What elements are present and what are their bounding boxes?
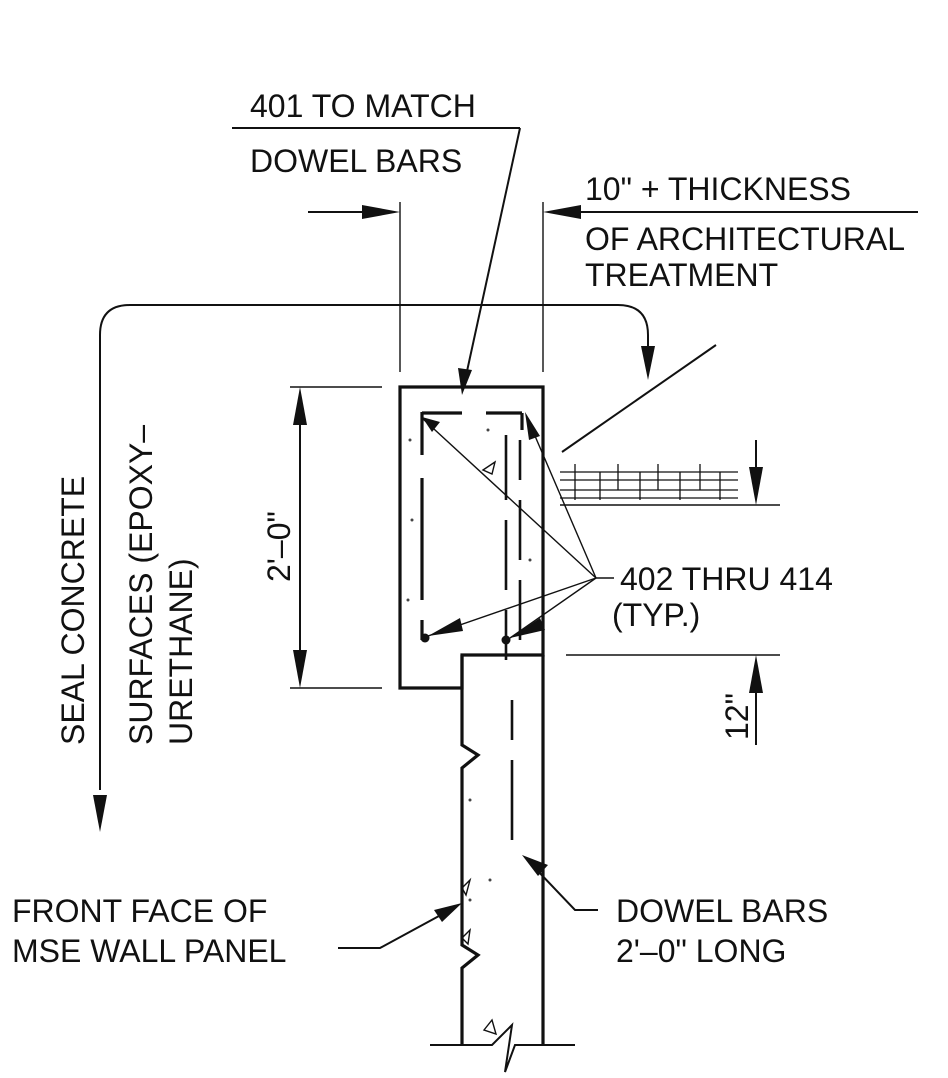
bar-arrow-3 bbox=[428, 618, 463, 636]
front-face-leader bbox=[338, 909, 451, 949]
pavement-dim-arrow bbox=[749, 467, 763, 505]
pavement-hatch bbox=[560, 464, 738, 500]
height-dim-arrow-top bbox=[293, 387, 307, 425]
bar-arrow-2 bbox=[525, 412, 540, 440]
bar-callout-leaders bbox=[421, 414, 614, 639]
ground-slope-line bbox=[561, 344, 717, 453]
width-dim-text-line1: 10" + THICKNESS bbox=[585, 171, 851, 207]
dowel-callout-line2: DOWEL BARS bbox=[250, 143, 462, 179]
bar-dot-bottom-right bbox=[501, 635, 511, 645]
dowel-text-line1: DOWEL BARS bbox=[616, 893, 828, 929]
embed-dim-text: 12" bbox=[719, 693, 755, 740]
width-dim-arrow-left bbox=[362, 205, 400, 219]
front-face-text-line2: MSE WALL PANEL bbox=[12, 933, 286, 969]
dowel-callout-line1: 401 TO MATCH bbox=[250, 88, 476, 124]
width-dim-text-line3: TREATMENT bbox=[585, 257, 778, 293]
bars-callout-line2: (TYP.) bbox=[612, 597, 700, 633]
width-dim-arrow-right bbox=[543, 205, 581, 219]
dowel-leader bbox=[534, 867, 598, 911]
dowel-bar bbox=[504, 435, 514, 840]
width-dim-text-line2: OF ARCHITECTURAL bbox=[585, 221, 905, 257]
front-face-arrow bbox=[434, 903, 462, 922]
seal-leader-curve bbox=[99, 304, 649, 790]
bar-dot-bottom-left bbox=[420, 633, 430, 643]
concrete-specks bbox=[406, 428, 532, 1036]
seal-text-line1: SEAL CONCRETE bbox=[55, 476, 91, 745]
bar-arrow-1 bbox=[422, 417, 440, 432]
seal-leader-arrow-top bbox=[641, 346, 655, 380]
height-dim-arrow-bottom bbox=[293, 650, 307, 688]
embed-dim-arrow bbox=[749, 655, 763, 693]
seal-text-line3: URETHANE) bbox=[163, 558, 199, 745]
dowel-callout-leader bbox=[463, 127, 521, 386]
bar-arrow-4 bbox=[510, 618, 545, 638]
seal-text-line2: SURFACES (EPOXY– bbox=[123, 425, 159, 745]
dowel-callout-arrow bbox=[458, 368, 472, 395]
wall-panel-break-line bbox=[430, 1022, 575, 1073]
front-face-text-line1: FRONT FACE OF bbox=[12, 893, 267, 929]
seal-leader-arrow-bottom bbox=[93, 795, 107, 832]
wall-panel-left-edge bbox=[460, 655, 481, 1045]
dowel-leader-arrow bbox=[522, 855, 548, 876]
bars-callout-line1: 402 THRU 414 bbox=[620, 561, 833, 597]
height-dim-text: 2'–0" bbox=[261, 511, 297, 582]
dowel-text-line2: 2'–0" LONG bbox=[616, 933, 786, 969]
